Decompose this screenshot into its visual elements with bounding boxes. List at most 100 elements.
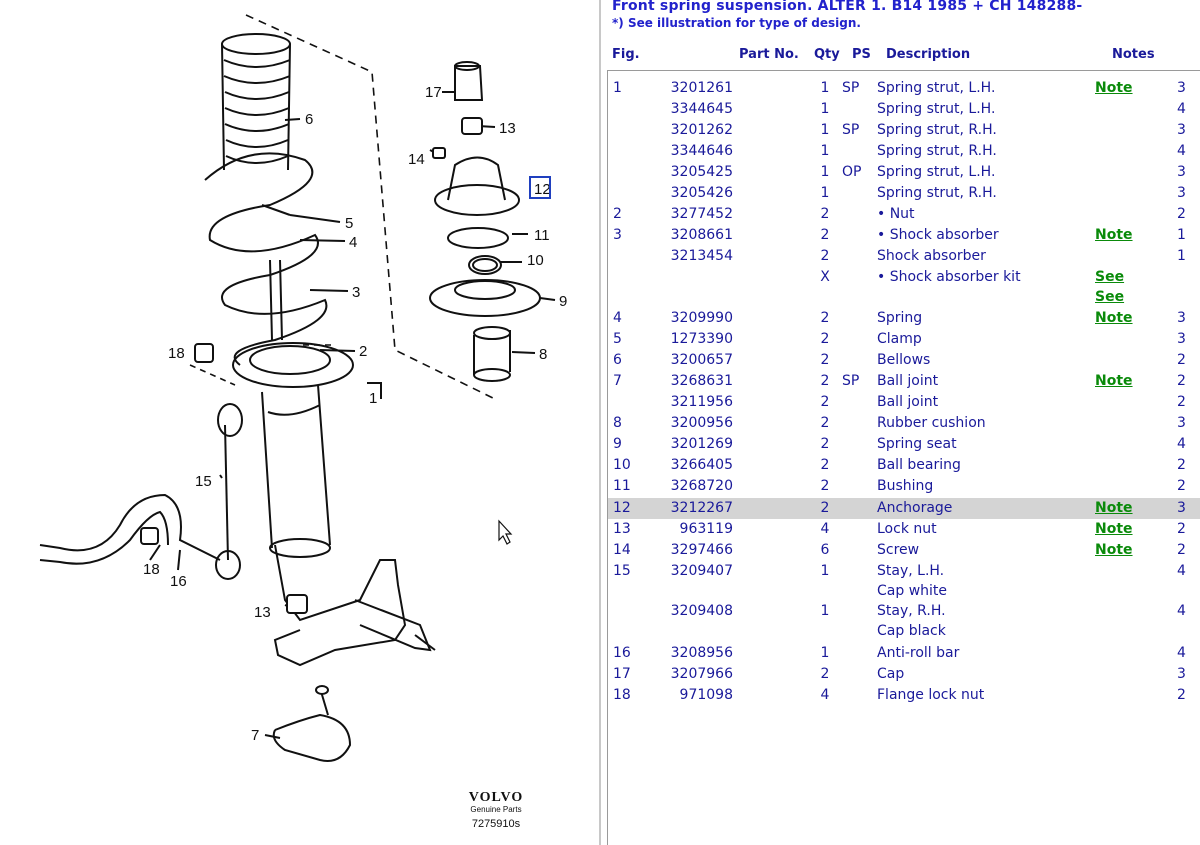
column-header-ps[interactable]: PS [852, 47, 871, 62]
column-header-qty[interactable]: Qty [814, 47, 840, 62]
note-link[interactable]: Note [1095, 225, 1133, 245]
see-link-second[interactable]: See [1095, 289, 1125, 305]
note-link[interactable]: Note [1095, 371, 1133, 391]
cell-part-no: 3200657 [670, 352, 733, 368]
cell-fig: 13 [613, 521, 631, 537]
cell-qty: 1 [820, 101, 830, 117]
cell-qty: 1 [820, 80, 830, 96]
callout-18-lower: 18 [143, 561, 160, 578]
callout-7: 7 [251, 727, 259, 744]
cell-qty: 4 [820, 687, 830, 703]
cell-description: • Shock absorber kit [877, 267, 1021, 287]
note-link[interactable]: Note [1095, 519, 1133, 539]
note-link-text[interactable]: Note [1095, 227, 1133, 243]
column-header-description[interactable]: Description [886, 47, 971, 62]
note-link-text[interactable]: Note [1095, 80, 1133, 96]
note-link-text[interactable]: Note [1095, 521, 1133, 537]
cell-description: Spring strut, L.H. [877, 162, 995, 182]
cell-fig: 8 [613, 415, 622, 431]
cell-part-no: 3297466 [670, 542, 733, 558]
cell-description: Bellows [877, 350, 930, 370]
cell-fig: 10 [613, 457, 631, 473]
cell-description: Spring strut, L.H. [877, 99, 995, 119]
cell-part-no: 3211956 [670, 394, 733, 410]
cell-code: 2 [1177, 457, 1186, 473]
cell-part-no: 3208956 [670, 645, 733, 661]
note-link[interactable]: Note [1095, 540, 1133, 560]
cell-fig: 6 [613, 352, 622, 368]
description-text: Clamp [877, 331, 922, 347]
callout-8: 8 [539, 346, 547, 363]
description-text: Ball joint [877, 373, 939, 389]
description-text: Spring strut, R.H. [877, 185, 997, 201]
cell-qty: 2 [820, 206, 830, 222]
note-link-text[interactable]: Note [1095, 500, 1133, 516]
note-link-text[interactable]: See [1095, 269, 1125, 285]
note-link-text[interactable]: Note [1095, 310, 1133, 326]
cell-fig: 3 [613, 227, 622, 243]
note-link[interactable]: Note [1095, 308, 1133, 328]
description-text: • Shock absorber kit [877, 269, 1021, 285]
cell-qty: 1 [820, 645, 830, 661]
note-link-text[interactable]: Note [1095, 373, 1133, 389]
cell-description: Spring strut, R.H. [877, 141, 997, 161]
cell-description: Spring [877, 308, 922, 328]
column-header-notes[interactable]: Notes [1112, 47, 1155, 62]
callout-6: 6 [305, 111, 313, 128]
cell-code: 2 [1177, 521, 1186, 537]
cell-part-no: 3208661 [670, 227, 733, 243]
description-text: Stay, L.H. [877, 563, 945, 579]
cell-description: Ball bearing [877, 455, 961, 475]
cell-description: Cap [877, 664, 904, 684]
callout-4: 4 [349, 234, 357, 251]
cell-code: 3 [1177, 310, 1186, 326]
callout-15: 15 [195, 473, 212, 490]
note-link[interactable]: Note [1095, 498, 1133, 518]
cell-fig: 12 [613, 500, 631, 516]
column-header-part-no[interactable]: Part No. [739, 47, 799, 62]
panel-divider[interactable] [599, 0, 601, 845]
cell-description: • Shock absorber [877, 225, 999, 245]
cell-part-no: 3344646 [670, 143, 733, 159]
page-subtitle: *) See illustration for type of design. [612, 16, 861, 30]
note-link[interactable]: Note [1095, 78, 1133, 98]
volvo-logo: VOLVO [469, 790, 524, 805]
cell-ps: SP [842, 80, 860, 96]
cell-qty: 2 [820, 352, 830, 368]
cell-qty: 2 [820, 457, 830, 473]
description-text: Spring strut, L.H. [877, 80, 996, 96]
cell-code: 4 [1177, 603, 1186, 619]
cell-code: 4 [1177, 563, 1186, 579]
note-link-text[interactable]: Note [1095, 542, 1133, 558]
description-text: Anti-roll bar [877, 645, 960, 661]
column-header-fig[interactable]: Fig. [612, 47, 640, 62]
